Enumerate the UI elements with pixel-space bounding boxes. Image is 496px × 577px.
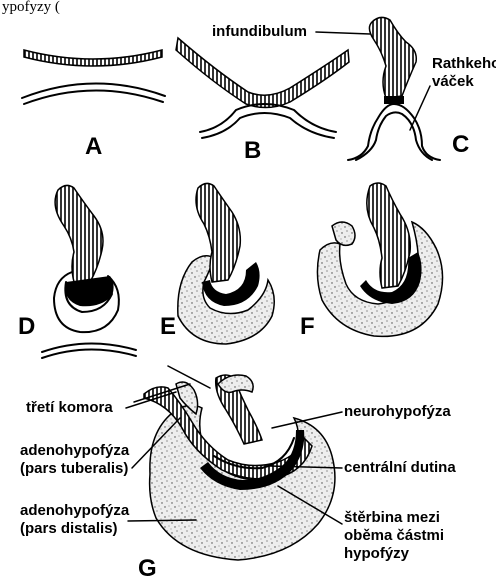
panel-label-c: C (452, 131, 469, 158)
label-treti-komora: třetí komora (26, 399, 113, 416)
label-sterbina-line3: hypofýzy (344, 545, 410, 562)
label-rathke-line2: váček (432, 73, 474, 90)
label-infundibulum: infundibulum (212, 23, 307, 40)
label-adeno-distalis-line1: adenohypofýza (20, 502, 130, 519)
panel-label-g: G (138, 555, 157, 577)
panel-label-f: F (300, 313, 315, 340)
panel-b-drawing (176, 38, 349, 138)
panel-label-d: D (18, 313, 35, 340)
panel-c-drawing (348, 17, 440, 160)
panel-label-e: E (160, 313, 176, 340)
panel-a-drawing (22, 50, 165, 104)
panel-e-drawing (178, 183, 274, 344)
label-sterbina-line2: oběma částmi (344, 527, 444, 544)
panel-label-b: B (244, 137, 261, 164)
label-centralni-dutina: centrální dutina (344, 459, 456, 476)
top-text-fragment: ypofyzy ( (2, 0, 60, 15)
label-neurohypofyza: neurohypofýza (344, 403, 451, 420)
panel-f-drawing (317, 183, 442, 336)
label-adeno-tuberalis-line2: (pars tuberalis) (20, 460, 128, 477)
label-adeno-distalis-line2: (pars distalis) (20, 520, 118, 537)
panel-d-drawing (42, 185, 136, 358)
label-rathke-line1: Rathkeho (432, 55, 496, 72)
label-sterbina-line1: štěrbina mezi (344, 509, 440, 526)
label-adeno-tuberalis-line1: adenohypofýza (20, 442, 130, 459)
panel-label-a: A (85, 133, 102, 160)
